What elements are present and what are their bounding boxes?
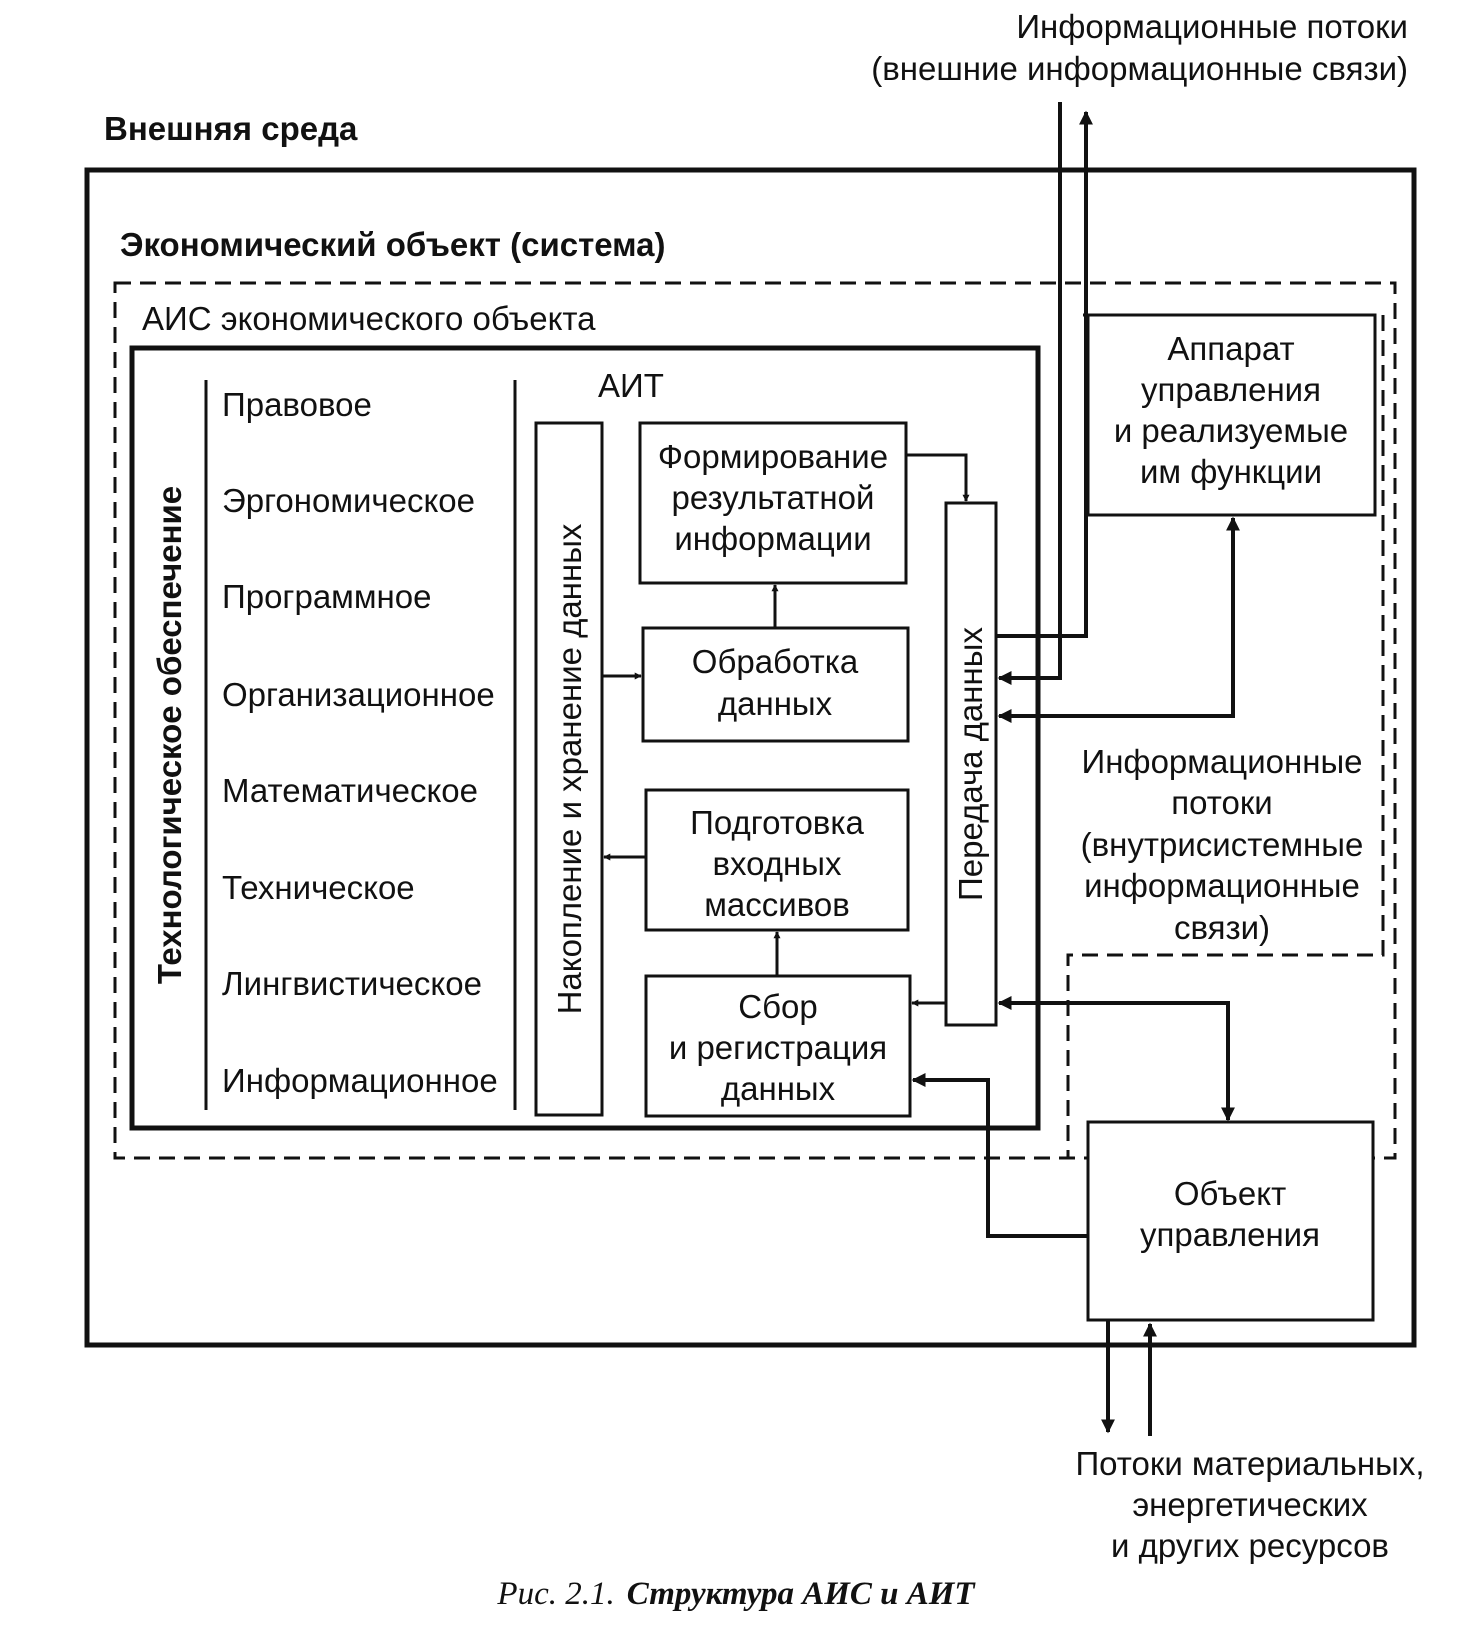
ait-frame	[129, 345, 1041, 1131]
preparation-block	[644, 788, 910, 932]
forming-line1: Формирование	[658, 438, 888, 475]
internal-flows-line1: Информационные	[1081, 743, 1362, 780]
tech-support-label: Технологическое обеспечение	[151, 486, 188, 984]
support-item-mathematical: Математическое	[222, 772, 478, 809]
processing-line1: Обработка	[692, 643, 859, 680]
ait-label: АИТ	[598, 367, 664, 404]
arrow-external-flow-in	[997, 102, 1062, 685]
control-object-line2: управления	[1140, 1216, 1320, 1253]
arrow-control-object-to-collection	[911, 1073, 1088, 1238]
transfer-box	[944, 501, 998, 1027]
environment-label: Внешняя среда	[104, 110, 358, 147]
support-item-informational: Информационное	[222, 1062, 498, 1099]
caption-title: Структура АИС и АИТ	[627, 1576, 977, 1612]
forming-line2: результатной	[672, 479, 875, 516]
internal-flows-line5: связи)	[1174, 909, 1270, 946]
storage-label: Накопление и хранение данных	[551, 523, 588, 1014]
ais-label: АИС экономического объекта	[142, 300, 596, 337]
forming-line3: информации	[674, 520, 871, 557]
internal-flows-line2: потоки	[1171, 784, 1272, 821]
internal-flows-line4: информационные	[1084, 867, 1360, 904]
preparation-line1: Подготовка	[690, 804, 864, 841]
management-line4: им функции	[1140, 453, 1322, 490]
control-object-block	[1086, 1120, 1375, 1322]
resources-line1: Потоки материальных,	[1075, 1445, 1424, 1482]
arrow-external-flow-out	[996, 110, 1093, 638]
control-object-line1: Объект	[1174, 1175, 1286, 1212]
transfer-label: Передача данных	[952, 627, 989, 901]
forming-block	[638, 421, 908, 585]
support-item-software: Программное	[222, 578, 431, 615]
economic-object-frame	[84, 167, 1417, 1348]
management-block	[1086, 313, 1377, 517]
support-items-list: Правовое Эргономическое Программное Орга…	[222, 386, 498, 1099]
arrow-transfer-control-object	[997, 996, 1235, 1122]
management-line2: управления	[1141, 371, 1321, 408]
caption-prefix: Рис. 2.1.	[496, 1576, 614, 1612]
collection-line2: и регистрация	[669, 1029, 887, 1066]
management-line3: и реализуемые	[1114, 412, 1348, 449]
arrow-forming-to-transfer	[906, 453, 970, 502]
collection-line3: данных	[721, 1070, 836, 1107]
external-flows-line2: (внешние информационные связи)	[871, 50, 1408, 87]
support-item-linguistic: Лингвистическое	[222, 965, 482, 1002]
ais-boundary	[113, 281, 1397, 1160]
processing-block	[641, 626, 910, 743]
internal-flows-line3: (внутрисистемные	[1081, 826, 1364, 863]
storage-box	[534, 421, 604, 1117]
support-item-technical: Техническое	[222, 869, 415, 906]
resources-line2: энергетических	[1132, 1486, 1368, 1523]
support-item-legal: Правовое	[222, 386, 372, 423]
collection-line1: Сбор	[738, 988, 817, 1025]
management-line1: Аппарат	[1167, 330, 1294, 367]
resources-line3: и других ресурсов	[1111, 1527, 1389, 1564]
economic-object-label: Экономический объект (система)	[120, 226, 666, 263]
external-flows-line1: Информационные потоки	[1016, 8, 1408, 45]
support-item-ergonomic: Эргономическое	[222, 482, 475, 519]
preparation-line2: входных	[713, 845, 842, 882]
support-item-organizational: Организационное	[222, 676, 495, 713]
preparation-line3: массивов	[704, 886, 850, 923]
arrow-transfer-management	[997, 516, 1240, 723]
collection-block	[644, 974, 912, 1118]
processing-line2: данных	[718, 685, 833, 722]
figure-caption: Рис. 2.1. Структура АИС и АИТ	[496, 1576, 976, 1612]
